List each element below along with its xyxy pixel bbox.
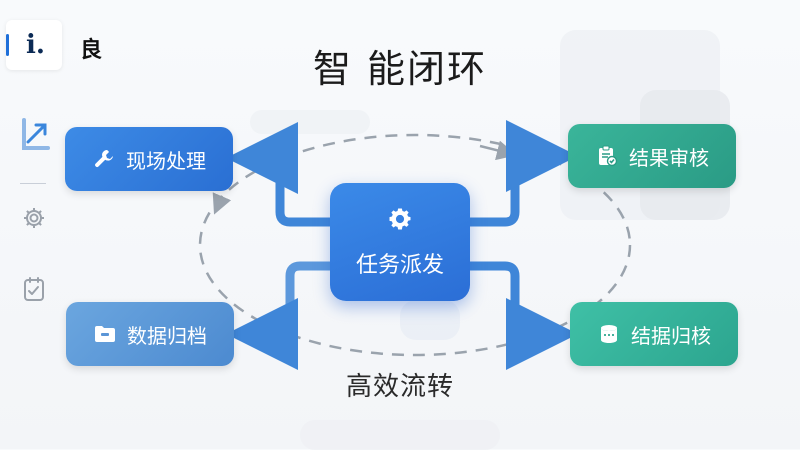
node-label: 任务派发 [355,253,444,278]
brand-name: 良 [80,38,103,63]
gear-icon [386,205,414,233]
connector-to-result-review [470,120,578,227]
logo-mark: i. [26,30,45,60]
background-shape [400,300,460,340]
node-label: 数据归档 [127,323,207,348]
connector-to-data-archive [226,261,330,370]
logo-accent [6,34,9,56]
node-label: 结果审核 [629,145,709,170]
logo[interactable]: i. [6,20,62,70]
node-task-dispatch[interactable]: 任务派发 [330,183,470,301]
loop-arrow [479,140,517,161]
node-result-archive[interactable]: 结据归核 [570,302,738,366]
diagram-title: 智 能闭环 [312,47,488,91]
diagram-subtitle: 高效流转 [345,372,454,402]
loop-arrow [212,192,232,215]
node-result-review[interactable]: 结果审核 [568,124,736,188]
node-label: 现场处理 [126,148,206,173]
gear-icon[interactable] [22,206,46,234]
chart-arrow-icon[interactable] [18,114,50,158]
connector-to-result-archive [470,261,578,370]
background-shape [300,420,500,450]
node-field-processing[interactable]: 现场处理 [65,127,233,191]
sidebar: i. [0,0,62,449]
sidebar-divider [20,183,46,184]
checklist-icon[interactable] [22,276,46,306]
node-data-archive[interactable]: 数据归档 [66,302,234,366]
connector-to-field-processing [226,122,330,227]
database-icon [597,322,621,346]
folder-icon [93,322,117,346]
wrench-icon [92,147,116,171]
clipboard-check-icon [595,144,619,168]
node-label: 结据归核 [631,323,711,348]
dashed-loop [198,133,632,357]
